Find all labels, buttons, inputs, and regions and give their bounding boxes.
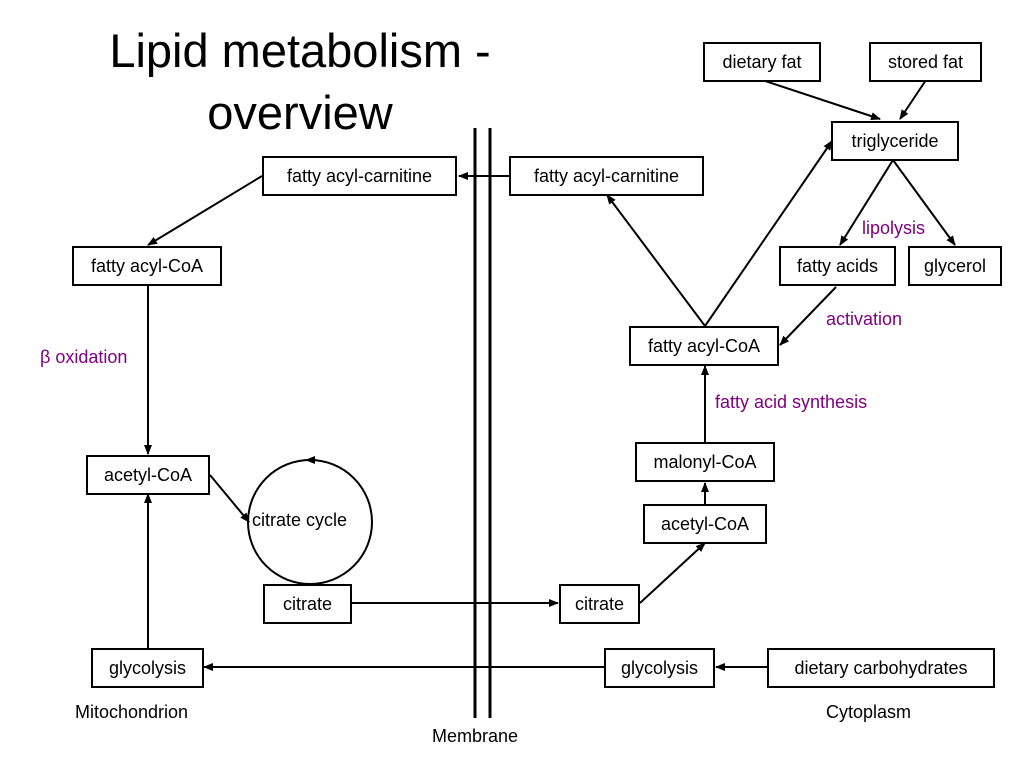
box-fatty-acyl-carnitine-mitochondrion: fatty acyl-carnitine <box>262 156 457 196</box>
arrow-triglyceride-to-glycerol <box>892 159 956 246</box>
arrow-carnitine-to-fatty-acyl-coa <box>147 175 263 246</box>
label-activation: activation <box>826 309 903 329</box>
arrow-acetyl-coa-to-citrate-cycle <box>209 474 250 523</box>
box-citrate-mitochondrion: citrate <box>263 584 352 624</box>
box-glycolysis-mitochondrion: glycolysis <box>91 648 204 688</box>
title-line-1: Lipid metabolism - <box>109 24 491 77</box>
box-triglyceride: triglyceride <box>831 121 959 161</box>
arrow-citrate-to-acetyl-coa <box>639 542 706 604</box>
arrow-fatty-acids-to-fatty-acyl-coa <box>779 286 837 346</box>
box-dietary-carbohydrates: dietary carbohydrates <box>767 648 995 688</box>
box-fatty-acids: fatty acids <box>779 246 896 286</box>
box-stored-fat: stored fat <box>869 42 982 82</box>
arrow-stored-fat-to-triglyceride <box>899 79 927 120</box>
arrow-triglyceride-to-fatty-acids <box>839 159 894 246</box>
box-fatty-acyl-coa-cytoplasm: fatty acyl-CoA <box>629 326 779 366</box>
label-fatty-acid-synthesis: fatty acid synthesis <box>715 392 868 412</box>
label-lipolysis: lipolysis <box>862 218 926 238</box>
box-citrate-cytoplasm: citrate <box>559 584 640 624</box>
arrow-fatty-acyl-coa-to-carnitine <box>606 194 706 327</box>
label-membrane: Membrane <box>432 726 519 746</box>
box-acetyl-coa-mitochondrion: acetyl-CoA <box>86 455 210 495</box>
box-fatty-acyl-coa-mitochondrion: fatty acyl-CoA <box>72 246 222 286</box>
citrate-cycle-label: citrate cycle <box>252 510 348 530</box>
box-glycerol: glycerol <box>908 246 1002 286</box>
box-fatty-acyl-carnitine-cytoplasm: fatty acyl-carnitine <box>509 156 704 196</box>
title-line-2: overview <box>207 86 393 139</box>
box-dietary-fat: dietary fat <box>703 42 821 82</box>
label-mitochondrion: Mitochondrion <box>75 702 189 722</box>
page-title: Lipid metabolism - overview <box>60 20 540 144</box>
box-malonyl-coa: malonyl-CoA <box>635 442 775 482</box>
arrow-fatty-acyl-coa-to-triglyceride <box>704 140 833 327</box>
box-glycolysis-cytoplasm: glycolysis <box>604 648 715 688</box>
label-beta-oxidation: β oxidation <box>40 347 128 367</box>
box-acetyl-coa-cytoplasm: acetyl-CoA <box>643 504 767 544</box>
label-cytoplasm: Cytoplasm <box>826 702 912 722</box>
arrow-dietary-fat-to-triglyceride <box>761 79 881 120</box>
